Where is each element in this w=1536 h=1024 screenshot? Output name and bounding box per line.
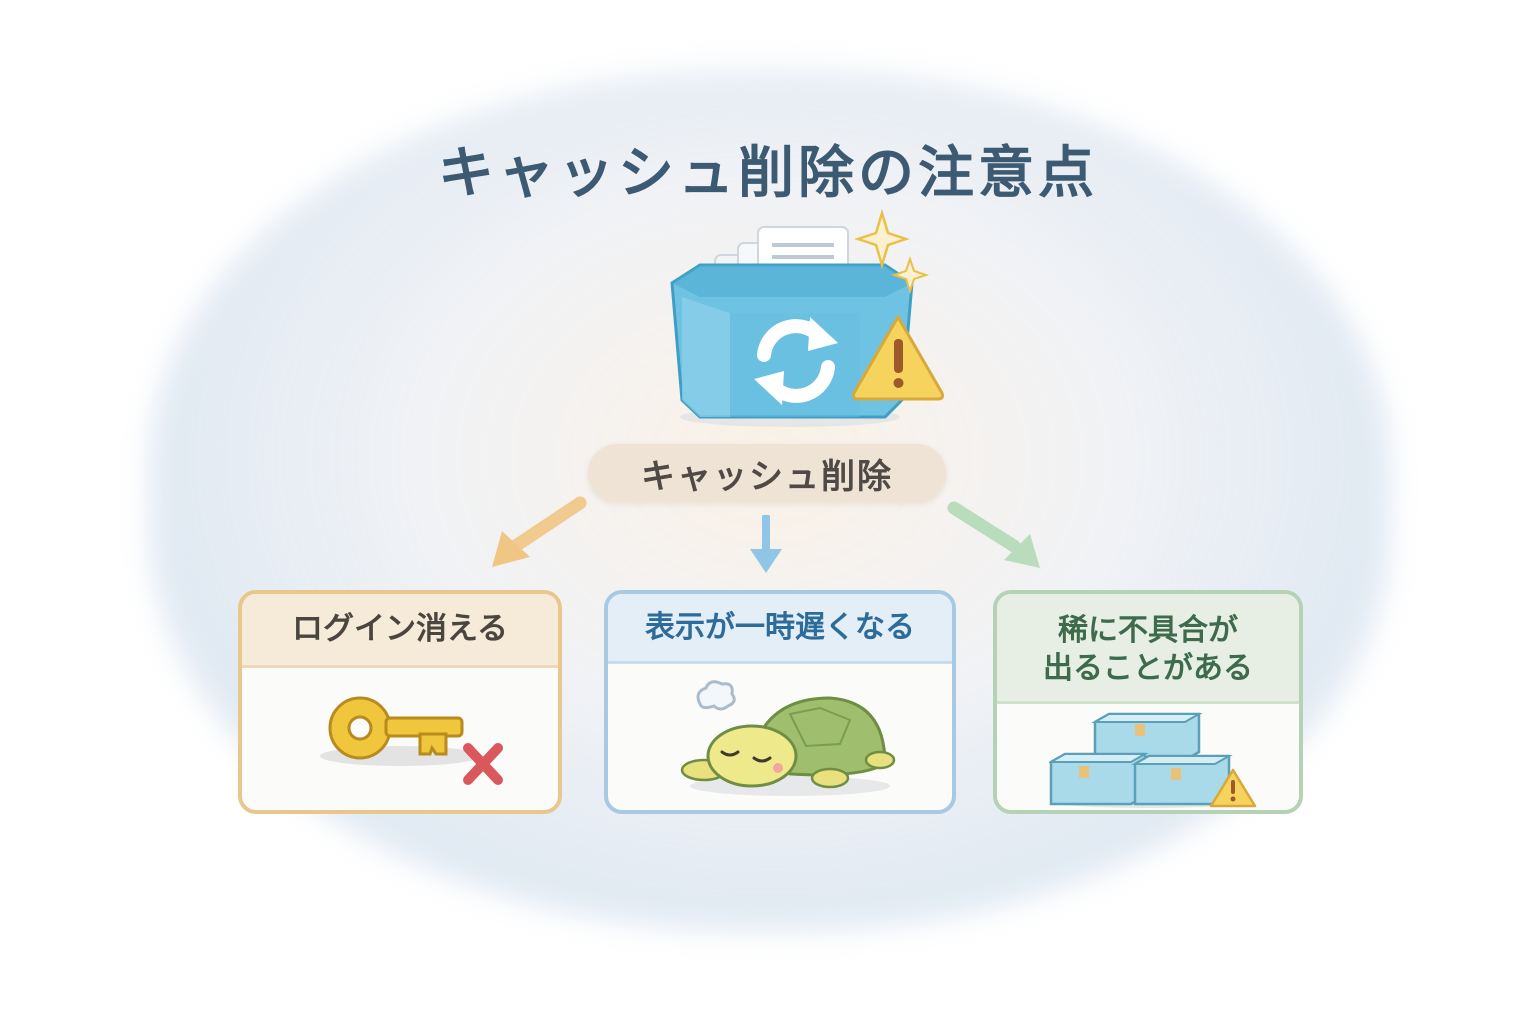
page-title: キャッシュ削除の注意点: [438, 141, 1098, 206]
key-with-x-icon: [320, 696, 503, 785]
card-title: ログイン消える: [242, 594, 558, 668]
sparkle-icon: [890, 255, 930, 295]
sigh-cloud-icon: [696, 680, 736, 711]
card-login-lost: ログイン消える: [238, 590, 562, 814]
warning-icon: [1209, 768, 1257, 808]
box-icon: [1131, 754, 1233, 806]
card-title-line-1: 稀に不具合が: [1058, 613, 1238, 648]
sleeping-turtle-icon: [680, 680, 896, 796]
card-title: 稀に不具合が 出ることがある: [997, 594, 1299, 704]
arrow-down-left-icon: [492, 496, 587, 567]
cache-delete-node: キャッシュ削除: [588, 444, 946, 502]
card-title: 表示が一時遅くなる: [608, 594, 952, 664]
sparkle-icon: [854, 208, 910, 270]
card-slow-display: 表示が一時遅くなる: [604, 590, 956, 814]
arrow-down-right-icon: [947, 501, 1040, 568]
card-title-line-2: 出ることがある: [1043, 650, 1253, 686]
box-icon: [1091, 712, 1203, 762]
arrow-down-icon: [750, 515, 782, 573]
boxes-warning-icon: [1049, 712, 1257, 808]
card-rare-bugs: 稀に不具合が 出ることがある: [993, 590, 1303, 814]
warning-icon: [852, 315, 944, 401]
cache-box-refresh-icon: [670, 208, 944, 427]
box-icon: [1049, 752, 1149, 806]
x-mark-icon: [463, 743, 503, 785]
